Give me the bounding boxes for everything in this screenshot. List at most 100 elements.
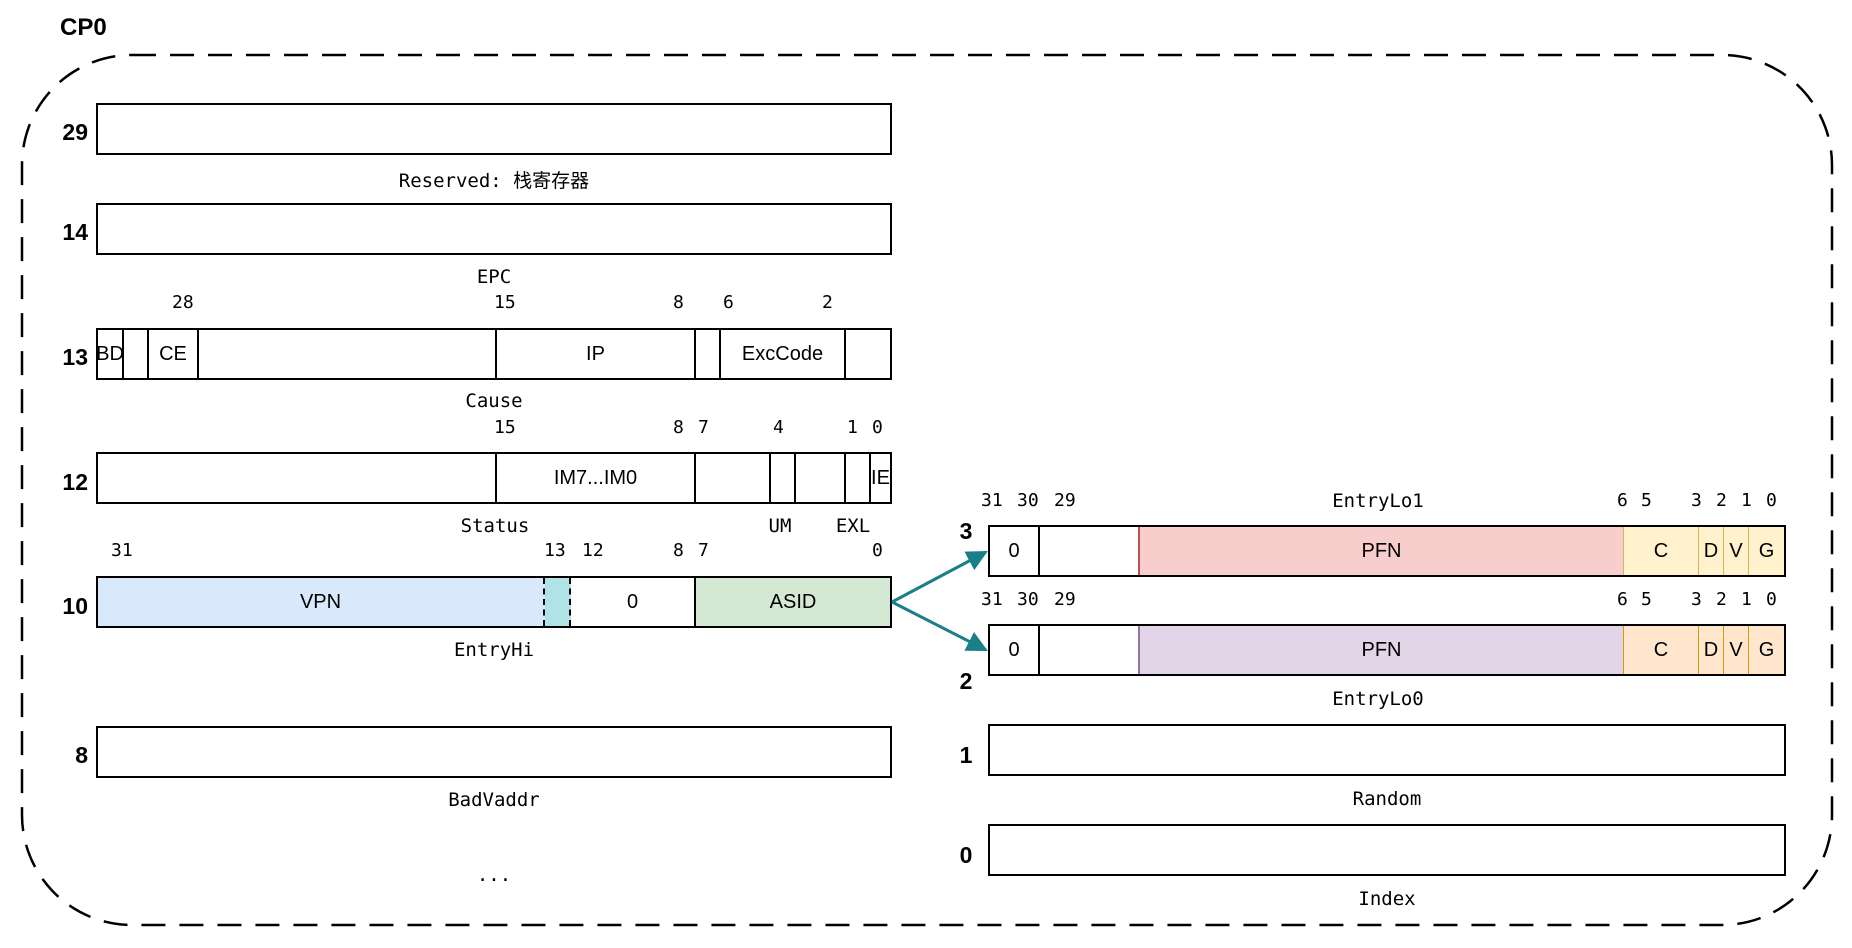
- ellipsis: ...: [476, 864, 512, 886]
- entrylo0-bit-6: 6: [1617, 589, 1628, 610]
- reg13-number: 13: [62, 344, 88, 370]
- reg10-label: EntryHi: [453, 639, 535, 661]
- entrylo1-field-g: G: [1749, 527, 1784, 575]
- cause-bit-28: 28: [172, 292, 194, 313]
- entrylo0-field-zero: 0: [990, 626, 1040, 674]
- entrylo0-register: 0 PFN C D V G: [988, 624, 1786, 676]
- reg12-number: 12: [62, 469, 88, 495]
- entrylo0-bit-2: 2: [1716, 589, 1727, 610]
- entryhi-bit-31: 31: [111, 540, 133, 561]
- reg14-box: [96, 203, 892, 255]
- entrylo0-field-g: G: [1749, 626, 1784, 674]
- entrylo1-bit-5: 5: [1641, 490, 1652, 511]
- entrylo0-bit-29: 29: [1054, 589, 1076, 610]
- reg12-label: Status: [460, 515, 530, 537]
- cause-field-bd: BD: [98, 330, 124, 378]
- entrylo1-field-zero: 0: [990, 527, 1040, 575]
- entrylo0-bit-5: 5: [1641, 589, 1652, 610]
- index-label: Index: [1358, 888, 1416, 910]
- cause-field-gap-1: [124, 330, 149, 378]
- entrylo1-field-d: D: [1699, 527, 1724, 575]
- reg29-label: Reserved: 栈寄存器: [398, 170, 590, 192]
- entrylo0-bit-3: 3: [1691, 589, 1702, 610]
- reg13-label: Cause: [465, 390, 523, 412]
- entrylo1-register: 0 PFN C D V G: [988, 525, 1786, 577]
- status-bit-1: 1: [847, 417, 858, 438]
- index-register: [988, 824, 1786, 876]
- reg8-box: [96, 726, 892, 778]
- entrylo1-bit-1: 1: [1741, 490, 1752, 511]
- entryhi-bit-8: 8: [673, 540, 684, 561]
- reg14-number: 14: [62, 219, 88, 245]
- cause-field-gap-3: [696, 330, 721, 378]
- entrylo0-label: EntryLo0: [1332, 688, 1424, 710]
- entrylo0-field-gap: [1040, 626, 1140, 674]
- status-bit-8: 8: [673, 417, 684, 438]
- entryhi-field-asid: ASID: [696, 578, 890, 626]
- status-bit-0: 0: [872, 417, 883, 438]
- entrylo1-field-c: C: [1624, 527, 1699, 575]
- status-field-exl: [846, 454, 871, 502]
- cause-register: BD CE IP ExcCode: [96, 328, 892, 380]
- cause-field-exccode: ExcCode: [721, 330, 846, 378]
- status-field-gap-1: [98, 454, 497, 502]
- entrylo1-bit-6: 6: [1617, 490, 1628, 511]
- cause-field-ce: CE: [149, 330, 199, 378]
- status-field-gap-3: [796, 454, 846, 502]
- cause-bit-15: 15: [494, 292, 516, 313]
- entryhi-field-vpn: VPN: [98, 578, 545, 626]
- arrow-to-entrylo1: [891, 550, 988, 604]
- reg14-label: EPC: [476, 266, 512, 288]
- entryhi-bit-7: 7: [698, 540, 709, 561]
- cause-bit-2: 2: [822, 292, 833, 313]
- entrylo0-field-pfn: PFN: [1140, 626, 1624, 674]
- entrylo1-bit-0: 0: [1766, 490, 1777, 511]
- entrylo1-bit-30: 30: [1017, 490, 1039, 511]
- cause-field-ip: IP: [497, 330, 696, 378]
- entrylo1-field-pfn: PFN: [1140, 527, 1624, 575]
- entryhi-bit-12: 12: [582, 540, 604, 561]
- entrylo1-label: EntryLo1: [1332, 490, 1424, 512]
- status-bit-7: 7: [698, 417, 709, 438]
- status-um-label: UM: [768, 515, 792, 537]
- entryhi-field-zero: 0: [571, 578, 696, 626]
- entrylo0-bit-1: 1: [1741, 589, 1752, 610]
- entryhi-field-gap: [545, 578, 571, 626]
- cause-bit-8: 8: [673, 292, 684, 313]
- status-field-im: IM7...IM0: [497, 454, 696, 502]
- reg8-number: 8: [75, 742, 88, 768]
- reg2-number: 2: [959, 668, 973, 694]
- status-register: IM7...IM0 IE: [96, 452, 892, 504]
- entrylo0-field-d: D: [1699, 626, 1724, 674]
- entrylo1-field-v: V: [1724, 527, 1749, 575]
- entryhi-register: VPN 0 ASID: [96, 576, 892, 628]
- status-field-gap-2: [696, 454, 771, 502]
- entrylo1-field-gap: [1040, 527, 1140, 575]
- reg8-label: BadVaddr: [448, 789, 540, 811]
- status-field-ie: IE: [871, 466, 890, 489]
- reg29-box: [96, 103, 892, 155]
- entrylo0-bit-0: 0: [1766, 589, 1777, 610]
- cp0-title: CP0: [60, 14, 107, 41]
- entrylo1-bit-29: 29: [1054, 490, 1076, 511]
- random-register: [988, 724, 1786, 776]
- random-label: Random: [1352, 788, 1422, 810]
- entryhi-bit-0: 0: [872, 540, 883, 561]
- status-exl-label: EXL: [835, 515, 871, 537]
- status-field-um: [771, 454, 796, 502]
- reg3-number: 3: [959, 518, 973, 544]
- entryhi-bit-13: 13: [544, 540, 566, 561]
- reg0-number: 0: [959, 842, 973, 868]
- cause-bit-6: 6: [723, 292, 734, 313]
- entrylo0-bit-30: 30: [1017, 589, 1039, 610]
- entrylo1-bit-2: 2: [1716, 490, 1727, 511]
- reg29-number: 29: [62, 119, 88, 145]
- entrylo0-bit-31: 31: [981, 589, 1003, 610]
- status-bit-4: 4: [773, 417, 784, 438]
- entrylo1-bit-31: 31: [981, 490, 1003, 511]
- reg1-number: 1: [959, 742, 973, 768]
- status-bit-15: 15: [494, 417, 516, 438]
- entrylo0-field-c: C: [1624, 626, 1699, 674]
- cause-field-gap-2: [199, 330, 497, 378]
